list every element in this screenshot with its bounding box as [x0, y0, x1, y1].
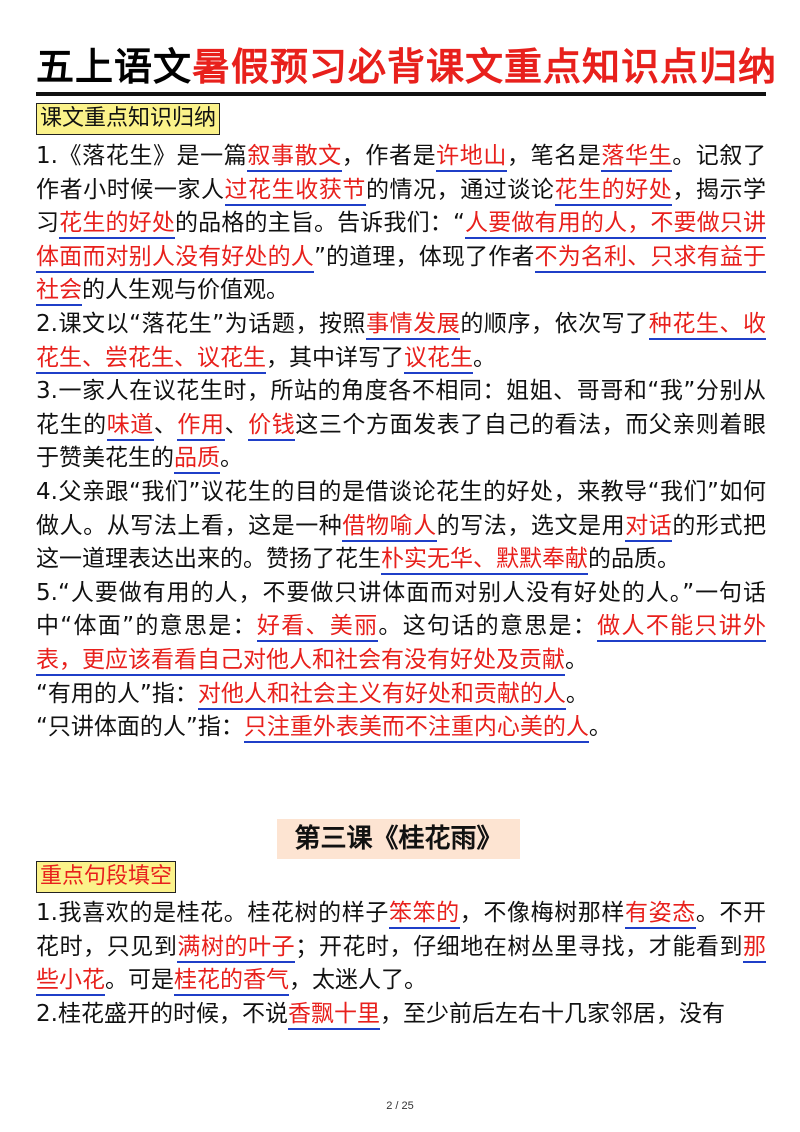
answer: 对他人和社会主义有好处和贡献的人 [197, 680, 566, 710]
answer: 过花生收获节 [224, 176, 366, 206]
answer: 花生的好处 [554, 176, 673, 206]
answer: 作用 [177, 411, 225, 441]
answer: 花生的好处 [59, 210, 175, 240]
paragraph-4: 4.父亲跟“我们”议花生的目的是借谈论花生的好处，来教导“我们”如何做人。从写法… [36, 476, 766, 577]
paragraph-3: 3.一家人在议花生时，所站的角度各不相同：姐姐、哥哥和“我”分别从花生的味道、作… [36, 375, 766, 476]
answer: 人要做有用的人，不要做只讲体面而对别人没有好处的人 [36, 210, 767, 273]
title-underline [36, 92, 766, 96]
answer: 不为名利、只求有益于社会 [36, 243, 767, 307]
question-1: 1.我喜欢的是桂花。桂花树的样子笨笨的，不像梅树那样有姿态。不开花时，只见到满树… [36, 897, 767, 998]
section2-body: 1.我喜欢的是桂花。桂花树的样子笨笨的，不像梅树那样有姿态。不开花时，只见到满树… [36, 897, 767, 1032]
page-number: 2 / 25 [386, 1100, 414, 1112]
answer: 好看、美丽 [256, 613, 379, 643]
title-prefix: 五上语文 [36, 45, 193, 89]
answer: 种花生、收花生、尝花生、议花生 [36, 310, 767, 374]
answer: 笨笨的 [388, 900, 460, 929]
answer: 落华生 [601, 143, 673, 172]
answer: 借物喻人 [342, 512, 437, 542]
answer: 议花生 [404, 344, 473, 374]
paragraph-6: “有用的人”指：对他人和社会主义有好处和贡献的人。 [36, 678, 766, 712]
answer: 满树的叶子 [177, 933, 296, 963]
section-tag-key-points: 课文重点知识归纳 [36, 103, 221, 135]
page-title: 五上语文暑假预习必背课文重点知识点归纳 [36, 40, 776, 94]
answer: 事情发展 [366, 310, 461, 340]
section-tag-fill-blanks: 重点句段填空 [36, 861, 177, 893]
answer: 桂花的香气 [174, 967, 289, 997]
paragraph-1: 1.《落花生》是一篇叙事散文，作者是许地山，笔名是落华生。记叙了作者小时候一家人… [36, 140, 766, 308]
answer: 价钱 [248, 411, 296, 441]
paragraph-7: “只讲体面的人”指：只注重外表美而不注重内心美的人。 [36, 711, 766, 745]
answer: 做人不能只讲外表，更应该看看自己对他人和社会有没有好处及贡献 [36, 613, 767, 676]
title-main: 暑假预习必背课文重点知识点归纳 [192, 45, 778, 89]
question-2: 2.桂花盛开的时候，不说香飘十里，至少前后左右十几家邻居，没有 [36, 998, 766, 1032]
answer: 对话 [625, 512, 673, 542]
paragraph-5: 5.“人要做有用的人，不要做只讲体面而对别人没有好处的人。”一句话中“体面”的意… [36, 577, 767, 678]
lesson-heading: 第三课《桂花雨》 [277, 819, 520, 859]
answer: 品质 [174, 445, 220, 475]
answer: 许地山 [436, 143, 507, 172]
answer: 香飘十里 [287, 1000, 380, 1030]
answer: 味道 [106, 411, 154, 441]
answer: 朴实无华、默默奉献 [381, 546, 588, 576]
answer: 叙事散文 [247, 143, 342, 172]
answer: 有姿态 [625, 900, 696, 929]
answer: 只注重外表美而不注重内心美的人 [243, 714, 589, 744]
section1-body: 1.《落花生》是一篇叙事散文，作者是许地山，笔名是落华生。记叙了作者小时候一家人… [36, 140, 766, 745]
answer: 那些小花 [36, 933, 767, 997]
paragraph-2: 2.课文以“落花生”为话题，按照事情发展的顺序，依次写了种花生、收花生、尝花生、… [36, 308, 767, 375]
